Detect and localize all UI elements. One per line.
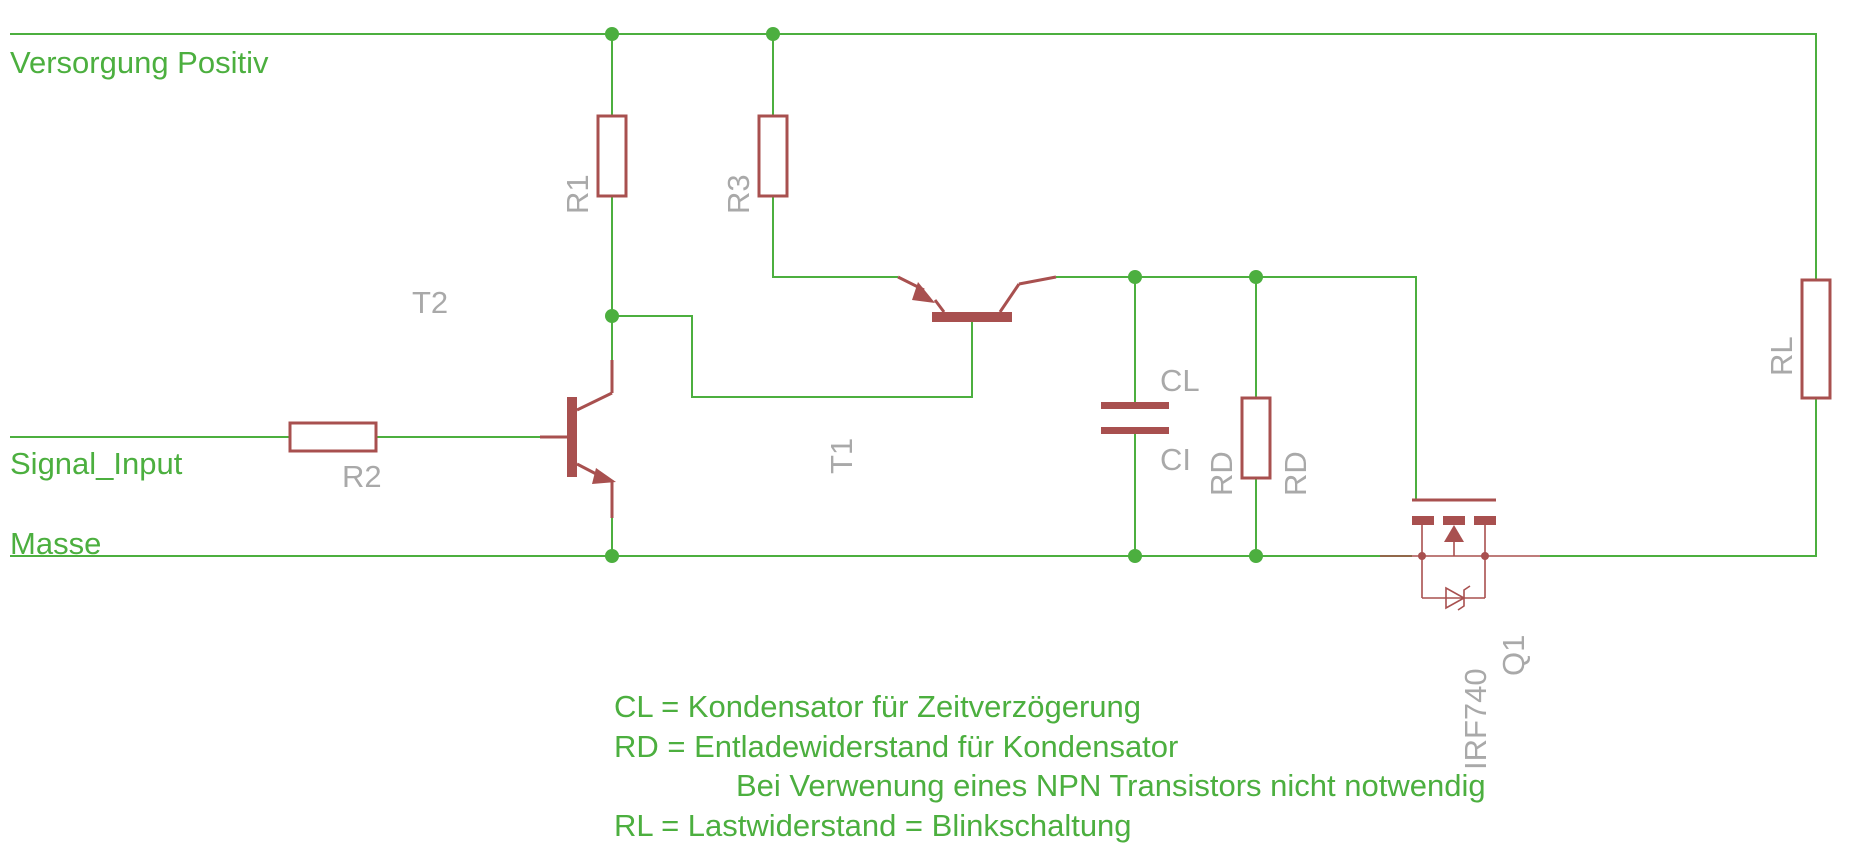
label-r3: R3 — [721, 174, 756, 214]
label-rd: RD — [1204, 451, 1239, 496]
label-q1: Q1 — [1496, 635, 1531, 676]
resistor-r2-symbol — [288, 421, 378, 453]
junction-dot — [605, 549, 619, 563]
wires — [10, 33, 1817, 557]
rl-lower-wire — [1540, 398, 1817, 557]
label-q1-value: IRF740 — [1458, 668, 1493, 770]
net-label-supply: Versorgung Positiv — [10, 45, 269, 80]
label-rl: RL — [1764, 336, 1799, 376]
net-label-ground: Masse — [10, 526, 101, 561]
junctions — [605, 27, 1263, 563]
label-r1: R1 — [560, 174, 595, 214]
note-line: CL = Kondensator für Zeitverzögerung — [614, 689, 1141, 724]
junction-dot — [1249, 270, 1263, 284]
note-line: Bei Verwenung eines NPN Transistors nich… — [736, 768, 1486, 803]
transistor-t1-symbol — [897, 275, 1057, 322]
mosfet-q1-symbol — [1380, 498, 1540, 611]
label-r2: R2 — [342, 459, 382, 494]
note-line: RD = Entladewiderstand für Kondensator — [614, 729, 1178, 764]
r3-to-t1-emitter-wire — [772, 196, 898, 278]
resistor-r3-symbol — [757, 114, 789, 198]
note-line: RL = Lastwiderstand = Blinkschaltung — [614, 808, 1132, 843]
junction-dot — [766, 27, 780, 41]
label-cl-value: CI — [1160, 442, 1191, 477]
supply-rail-wire — [10, 33, 1817, 280]
junction-dot — [1249, 549, 1263, 563]
resistor-rd-symbol — [1240, 396, 1272, 480]
junction-dot — [1128, 270, 1142, 284]
transistor-t2-symbol — [540, 360, 616, 518]
label-cl: CL — [1160, 363, 1200, 398]
label-rd-value: RD — [1278, 451, 1313, 496]
junction-dot — [605, 27, 619, 41]
notes-legend: CL = Kondensator für Zeitverzögerung RD … — [614, 689, 1486, 843]
resistor-rl-symbol — [1800, 278, 1832, 400]
t1-collector-wire — [1056, 276, 1417, 500]
net-label-input: Signal_Input — [10, 446, 183, 481]
t2-collector-to-t1-base-wire — [612, 315, 973, 398]
label-t2: T2 — [412, 285, 448, 320]
resistor-r1-symbol — [596, 114, 628, 198]
label-t1: T1 — [824, 438, 859, 474]
capacitor-cl-symbol — [1101, 402, 1169, 434]
junction-dot — [605, 309, 619, 323]
junction-dot — [1128, 549, 1142, 563]
